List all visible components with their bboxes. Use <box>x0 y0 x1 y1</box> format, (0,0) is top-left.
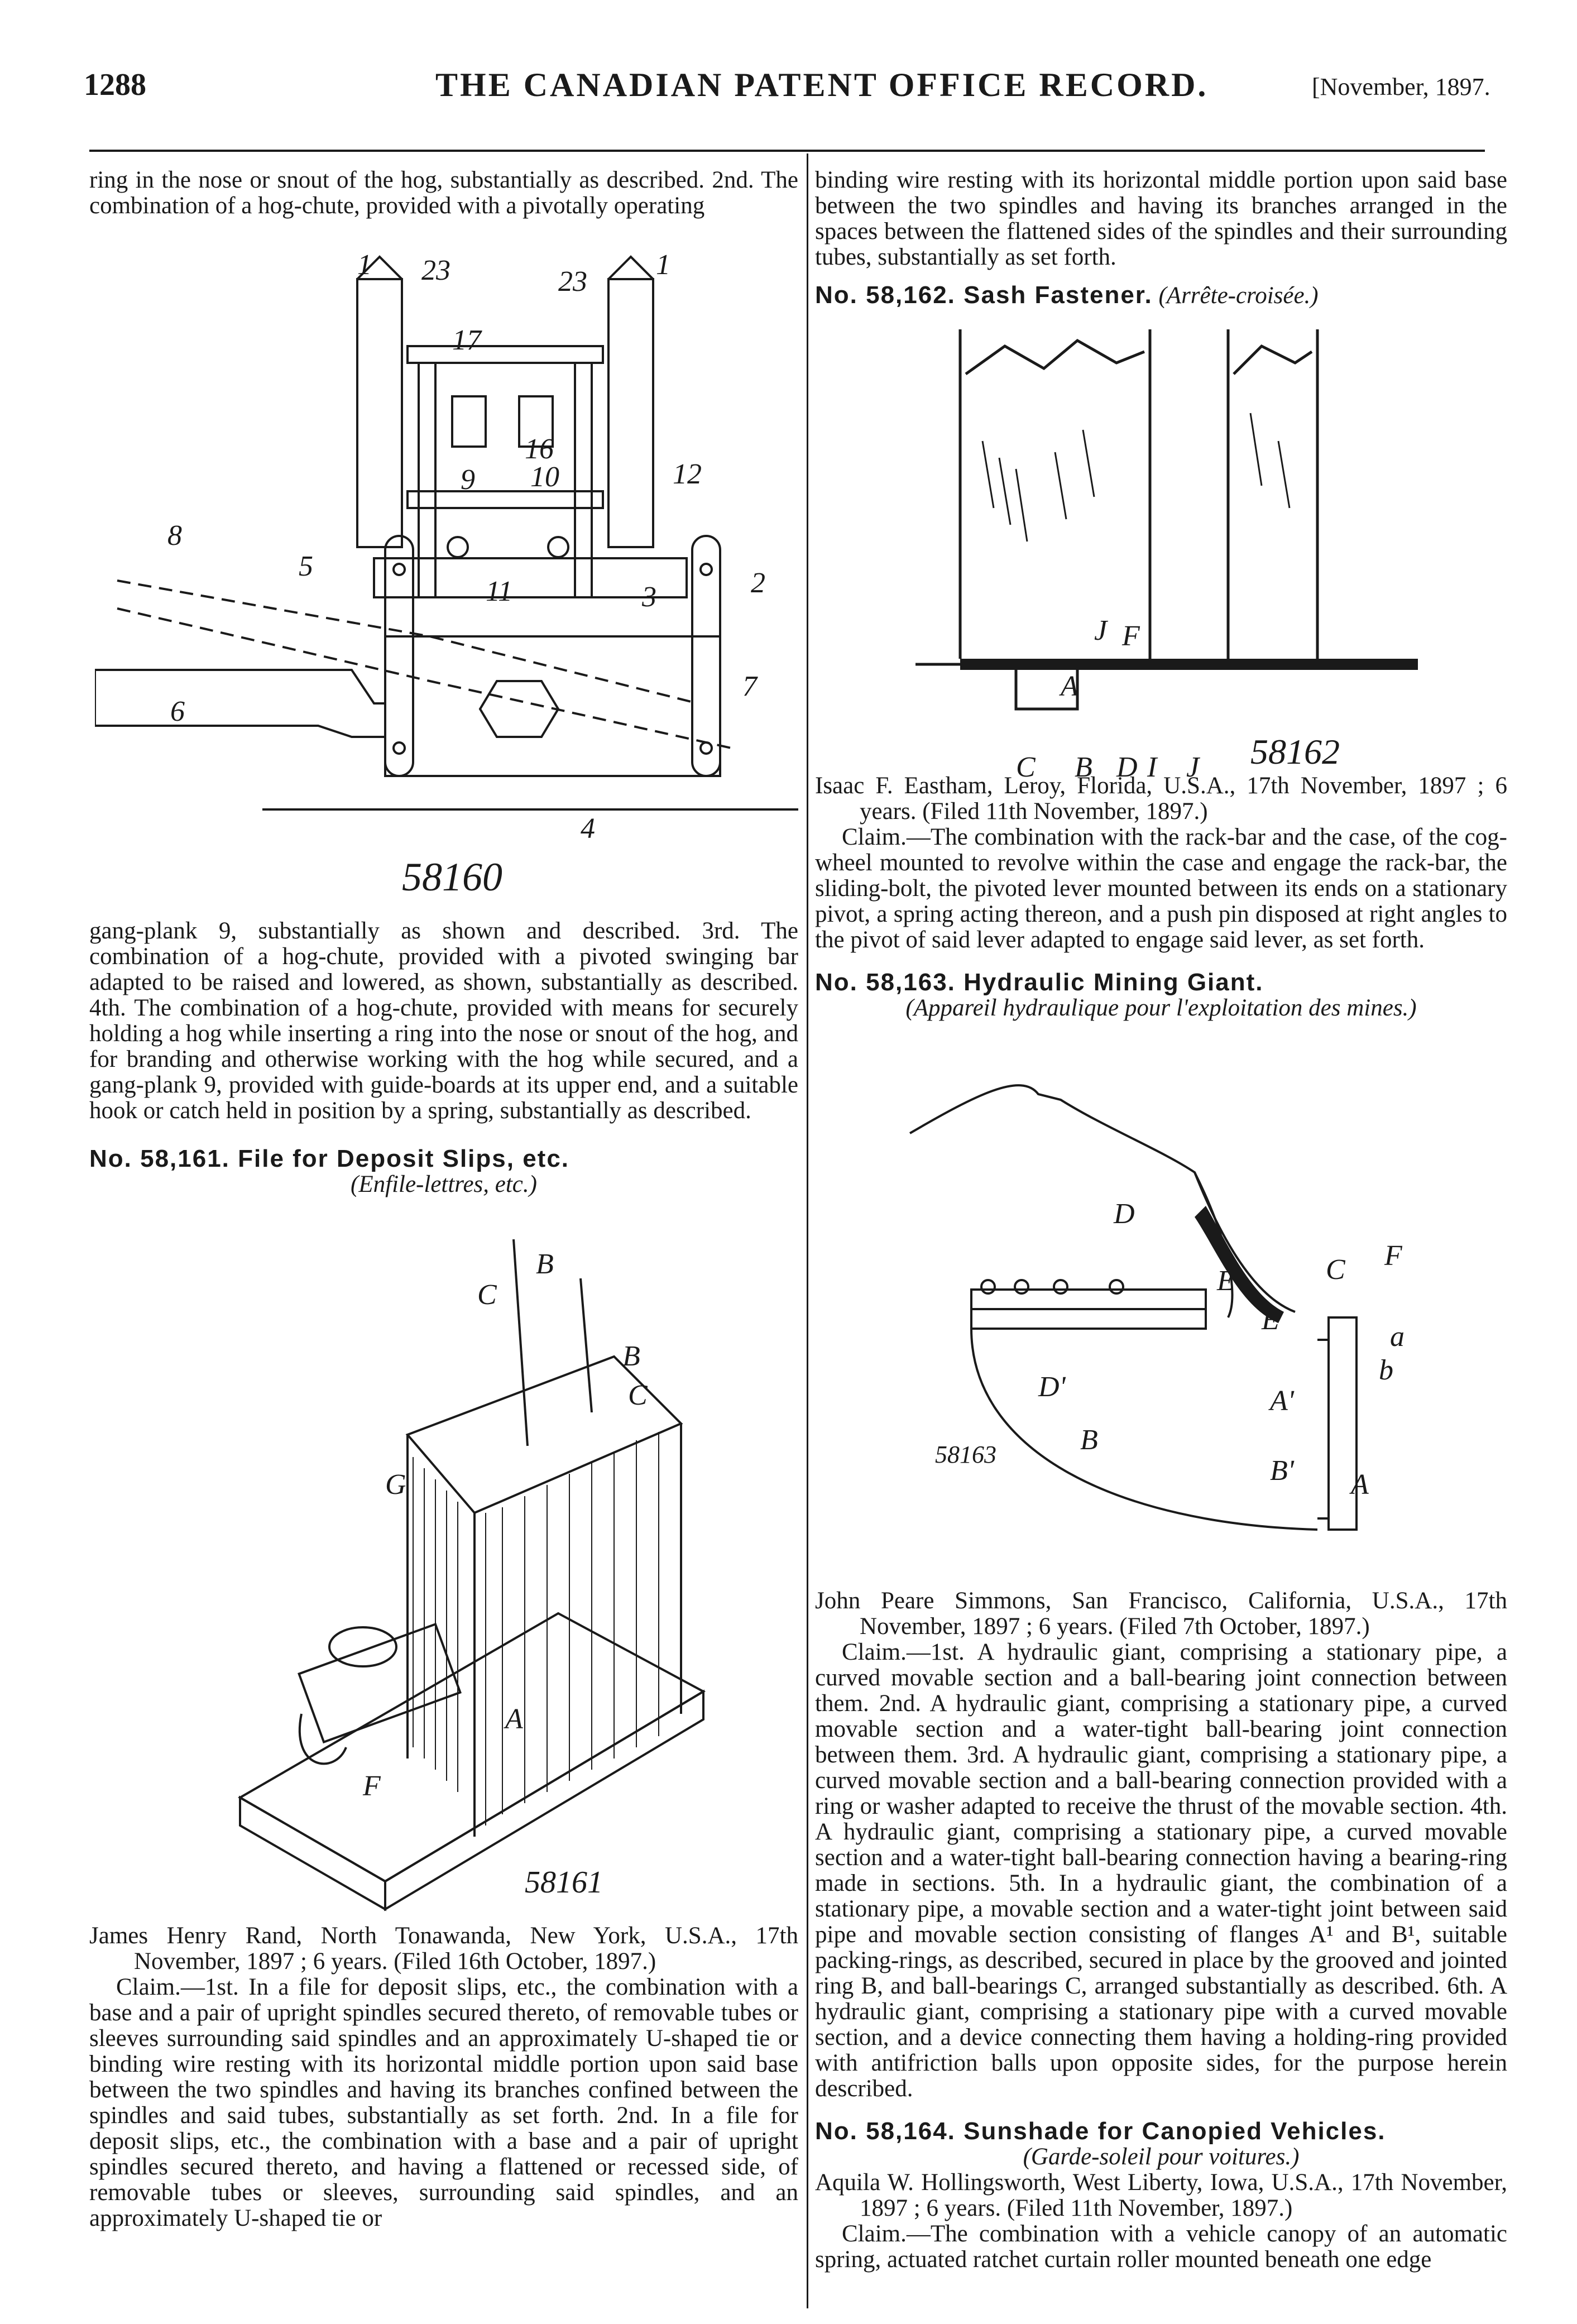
fig4-ref-label: A' <box>1270 1385 1294 1417</box>
right-para-1: binding wire resting with its horizontal… <box>815 167 1507 270</box>
left-para-1: ring in the nose or snout of the hog, su… <box>89 167 798 219</box>
fig1-ref-label: 12 <box>673 458 702 490</box>
patent-58164-inventor: Aquila W. Hollingsworth, West Liberty, I… <box>815 2169 1507 2221</box>
patent-58163-claim: Claim.—1st. A hydraulic giant, comprisin… <box>815 1639 1507 2102</box>
figure-hydraulic-giant-label: 58163 <box>935 1441 996 1468</box>
fig4-ref-label: D <box>1114 1198 1135 1230</box>
fig1-ref-label: 10 <box>530 461 559 493</box>
patent-58162-heading-line: No. 58,162. Sash Fastener. (Arrête-crois… <box>815 282 1507 309</box>
fig1-ref-label: 17 <box>452 324 481 356</box>
hog-chute-drawing <box>94 255 798 811</box>
sash-fastener-drawing <box>915 329 1418 711</box>
fig2-ref-label: C <box>628 1379 648 1411</box>
fig4-ref-label: b <box>1379 1354 1393 1386</box>
publication-title: THE CANADIAN PATENT OFFICE RECORD. <box>435 66 1209 103</box>
fig1-ref-label: 6 <box>170 696 185 727</box>
figure-deposit-file-label: 58161 <box>525 1865 603 1900</box>
fig3-ref-label: I <box>1147 751 1157 783</box>
fig1-ref-label: 7 <box>742 670 757 702</box>
patent-58162-inventor: Isaac F. Eastham, Leroy, Florida, U.S.A.… <box>815 773 1507 825</box>
fig1-ref-label: 16 <box>525 433 554 465</box>
right-column-lower: John Peare Simmons, San Francisco, Calif… <box>815 1588 1507 2273</box>
right-column-mid: Isaac F. Eastham, Leroy, Florida, U.S.A.… <box>815 773 1507 1021</box>
patent-58163-heading: No. 58,163. Hydraulic Mining Giant. <box>815 969 1264 996</box>
patent-58161-french: (Enfile-lettres, etc.) <box>351 1171 537 1197</box>
fig1-ref-label: 5 <box>299 550 313 582</box>
issue-date: [November, 1897. <box>1312 73 1490 100</box>
hydraulic-giant-drawing <box>909 1084 1358 1531</box>
patent-58161-heading: No. 58,161. File for Deposit Slips, etc. <box>89 1145 570 1172</box>
figure-sash-fastener-label: 58162 <box>1250 732 1340 772</box>
fig1-ref-label: 8 <box>167 520 182 552</box>
fig3-ref-label: F <box>1122 620 1140 652</box>
fig4-ref-label: C <box>1326 1254 1345 1286</box>
fig2-ref-label: B <box>622 1340 640 1372</box>
patent-58164-claim: Claim.—The combination with a vehicle ca… <box>815 2221 1507 2273</box>
fig2-ref-label: F <box>363 1770 381 1802</box>
patent-58162-claim: Claim.—The combination with the rack-bar… <box>815 824 1507 953</box>
fig4-ref-label: B' <box>1270 1455 1294 1487</box>
fig1-ref-label: 2 <box>751 567 765 599</box>
fig4-ref-label: a <box>1390 1321 1405 1353</box>
fig4-ref-label: B <box>1080 1424 1098 1456</box>
fig4-ref-label: D' <box>1038 1371 1066 1403</box>
patent-58162-heading: No. 58,162. Sash Fastener. <box>815 281 1153 309</box>
deposit-file-drawing <box>238 1239 706 1911</box>
fig4-ref-label: A <box>1351 1469 1369 1501</box>
left-column-bottom: James Henry Rand, North Tonawanda, New Y… <box>89 1923 798 2231</box>
fig1-ref-label: 23 <box>558 266 587 298</box>
figure-sash-fastener <box>915 329 1418 748</box>
column-divider <box>807 154 808 2308</box>
fig3-ref-label: J <box>1094 615 1108 646</box>
patent-58161-inventor: James Henry Rand, North Tonawanda, New Y… <box>89 1923 798 1975</box>
figure-deposit-file <box>223 1211 726 1920</box>
fig1-ref-label: 9 <box>461 464 475 496</box>
fig4-ref-label: F <box>1384 1240 1402 1272</box>
left-column: ring in the nose or snout of the hog, su… <box>89 167 798 219</box>
right-column: binding wire resting with its horizontal… <box>815 167 1507 309</box>
figure-hog-chute-label: 58160 <box>402 855 502 899</box>
fig2-ref-label: C <box>477 1279 497 1311</box>
fig1-ref-label: 23 <box>421 255 450 286</box>
fig2-ref-label: G <box>385 1469 406 1501</box>
patent-58162-french: (Arrête-croisée.) <box>1158 282 1319 309</box>
fig1-ref-label: 1 <box>656 249 670 281</box>
left-column-lower: gang-plank 9, substantially as shown and… <box>89 918 798 1197</box>
fig3-ref-label: C <box>1016 751 1036 783</box>
figure-hydraulic-giant <box>893 1061 1451 1563</box>
left-para-2: gang-plank 9, substantially as shown and… <box>89 918 798 1124</box>
fig3-ref-label: B <box>1075 751 1092 783</box>
fig1-ref-label: 11 <box>486 576 513 607</box>
fig3-ref-label: J <box>1186 751 1200 783</box>
fig1-ref-label: 1 <box>357 249 372 281</box>
fig3-ref-label: D <box>1116 751 1138 783</box>
fig3-ref-label: A <box>1061 670 1079 702</box>
fig2-ref-label: A <box>505 1703 523 1735</box>
fig4-ref-label: E <box>1217 1265 1235 1297</box>
page-number: 1288 <box>84 68 146 102</box>
fig1-ref-label: 4 <box>581 813 595 845</box>
patent-58163-french: (Appareil hydraulique pour l'exploitatio… <box>905 995 1417 1021</box>
patent-58164-heading: No. 58,164. Sunshade for Canopied Vehicl… <box>815 2117 1386 2145</box>
patent-58164-french: (Garde-soleil pour voitures.) <box>1023 2144 1300 2170</box>
patent-58163-inventor: John Peare Simmons, San Francisco, Calif… <box>815 1588 1507 1640</box>
patent-58161-claim: Claim.—1st. In a file for deposit slips,… <box>89 1974 798 2231</box>
header-rule <box>89 150 1485 152</box>
fig4-ref-label: E <box>1262 1304 1279 1336</box>
fig1-ref-label: 3 <box>642 581 656 613</box>
figure-hog-chute <box>94 246 798 916</box>
fig2-ref-label: B <box>536 1248 554 1280</box>
